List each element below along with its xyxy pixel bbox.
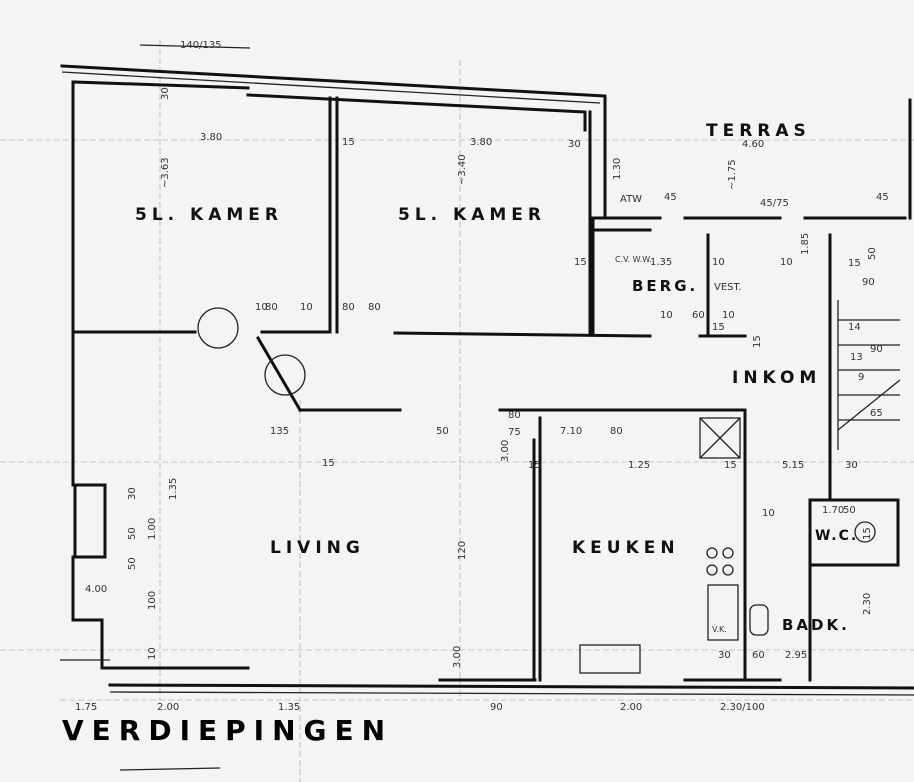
dimension-label: 1.35 — [650, 257, 672, 268]
dimension-label: 45 — [664, 192, 677, 203]
dimension-label: 90 — [862, 277, 875, 288]
fixture-label-sink: V.K. — [712, 625, 727, 634]
dimension-label: 15 — [862, 527, 873, 540]
dimension-label: 100 — [147, 591, 158, 610]
dimension-label: 10 — [722, 310, 735, 321]
dimension-label: 50 — [436, 426, 449, 437]
dimension-label: 3.80 — [470, 137, 492, 148]
dimension-label: 80 — [610, 426, 623, 437]
dimension-label: 2.30/100 — [720, 702, 765, 713]
dimension-label: 80 — [368, 302, 381, 313]
dimension-label: 3.80 — [200, 132, 222, 143]
room-label-entrance: INKOM — [732, 368, 821, 388]
dimension-label: 1.25 — [628, 460, 650, 471]
dimension-label: 3.00 — [452, 646, 463, 668]
dimension-label: 45/75 — [760, 198, 789, 209]
dimension-label: 60 — [752, 650, 765, 661]
dimension-label: 1.70 — [822, 505, 844, 516]
dimension-label: 30 — [568, 139, 581, 150]
dimension-label: 9 — [858, 372, 864, 383]
room-label-wc: W.C. — [815, 528, 858, 544]
dimension-label: 135 — [270, 426, 289, 437]
dimension-label: 1.75 — [75, 702, 97, 713]
drawing-title: VERDIEPINGEN — [62, 714, 393, 747]
dimension-label: 1.85 — [800, 233, 811, 255]
dimension-label: 4.60 — [742, 139, 764, 150]
room-label-terrace: TERRAS — [706, 121, 811, 141]
dimension-label: 4.00 — [85, 584, 107, 595]
dimension-label: 15 — [322, 458, 335, 469]
room-label-storage: BERG. — [632, 277, 698, 295]
dimension-label: 30 — [127, 487, 138, 500]
dimension-label: 50 — [127, 527, 138, 540]
dimension-label: 10 — [660, 310, 673, 321]
dimension-label: 10 — [255, 302, 268, 313]
dimension-label: 1.00 — [147, 518, 158, 540]
dimension-label: 80 — [265, 302, 278, 313]
dimension-label: 10 — [300, 302, 313, 313]
staircase — [837, 300, 901, 450]
room-label-living: LIVING — [270, 538, 365, 558]
dimension-label: 1.35 — [168, 478, 179, 500]
dimension-label: 7.10 — [560, 426, 582, 437]
dimension-label: 2.95 — [785, 650, 807, 661]
dimension-label: 15 — [574, 257, 587, 268]
dimension-label: 140/135 — [180, 40, 222, 51]
room-label-kitchen: KEUKEN — [572, 538, 680, 558]
dimension-label: 13 — [850, 352, 863, 363]
dimension-label: 10 — [712, 257, 725, 268]
dimension-label: ATW — [620, 194, 642, 205]
dimension-label: 80 — [508, 410, 521, 421]
walls — [60, 64, 914, 696]
dimension-label: 15 — [724, 460, 737, 471]
dimension-label: 120 — [457, 541, 468, 560]
room-label-bathroom: BADK. — [782, 616, 850, 634]
dimension-label: 30 — [718, 650, 731, 661]
dimension-label: 50 — [127, 557, 138, 570]
dimension-label: 15 — [528, 460, 541, 471]
dimension-label: 14 — [848, 322, 861, 333]
dimension-label: 80 — [342, 302, 355, 313]
dimension-label: 10 — [147, 647, 158, 660]
dimension-label: 5.15 — [782, 460, 804, 471]
kitchen-fixtures — [197, 307, 876, 674]
dimension-label: 1.35 — [278, 702, 300, 713]
dimension-label: 45 — [876, 192, 889, 203]
dimension-label: ~3.63 — [160, 157, 171, 188]
dimension-label: 15 — [752, 335, 763, 348]
dimension-label: 50 — [843, 505, 856, 516]
dimension-guides — [0, 40, 914, 782]
dimension-label: 10 — [762, 508, 775, 519]
room-label-vestibule: VEST. — [714, 282, 742, 293]
dimension-label: 2.00 — [157, 702, 179, 713]
dimension-label: 10 — [780, 257, 793, 268]
dimension-label: ~3.40 — [457, 154, 468, 185]
dimension-label: 15 — [712, 322, 725, 333]
dimension-label: 2.00 — [620, 702, 642, 713]
dimension-label: 90 — [490, 702, 503, 713]
dimension-label: 3.00 — [500, 440, 511, 462]
fixture-label-boiler: C.V. W.W. — [615, 255, 652, 264]
dimension-label: 30 — [160, 87, 171, 100]
room-label-bedroom-1: 5L. KAMER — [135, 205, 283, 225]
dimension-label: 90 — [870, 344, 883, 355]
dimension-label: 75 — [508, 427, 521, 438]
dimension-label: 50 — [867, 247, 878, 260]
dimension-label: 2.30 — [862, 593, 873, 615]
dimension-label: 15 — [342, 137, 355, 148]
dimension-label: 1.30 — [612, 158, 623, 180]
dimension-label: 30 — [845, 460, 858, 471]
room-label-bedroom-2: 5L. KAMER — [398, 205, 546, 225]
dimension-label: 65 — [870, 408, 883, 419]
dimension-label: 15 — [848, 258, 861, 269]
dimension-label: ~1.75 — [727, 159, 738, 190]
dimension-label: 60 — [692, 310, 705, 321]
